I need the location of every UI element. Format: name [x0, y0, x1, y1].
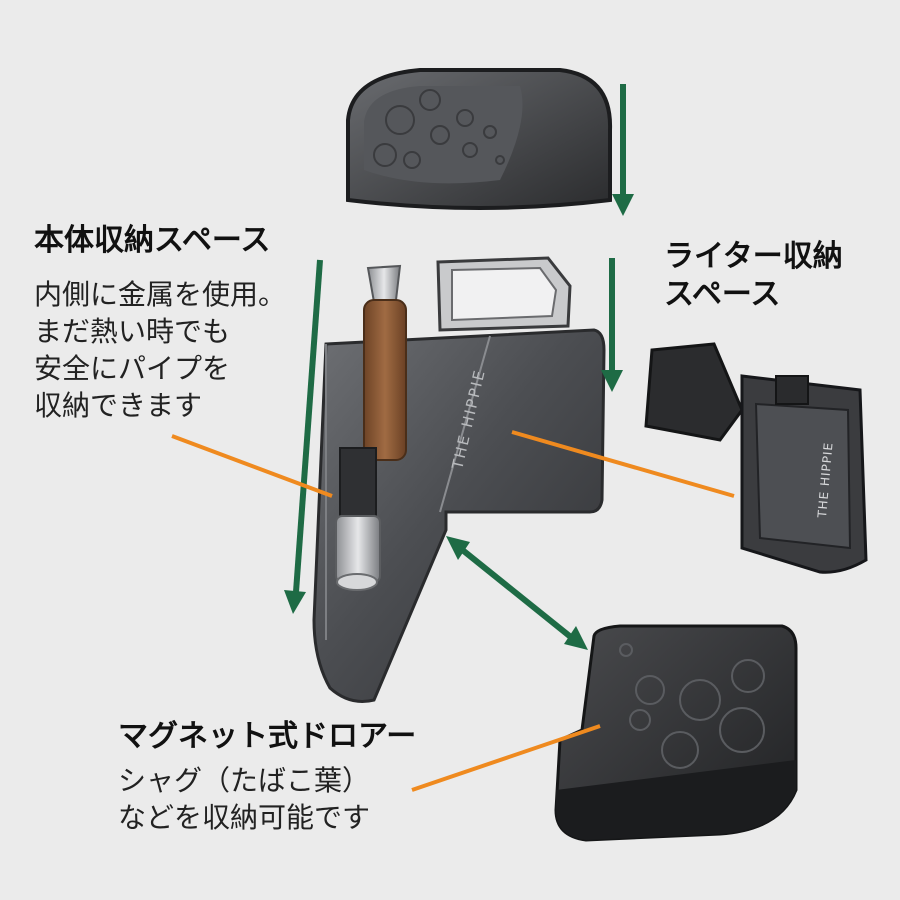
- brand-logo-lighter: THE HIPPIE: [815, 441, 836, 519]
- drawer-title: マグネット式ドロアー: [118, 719, 417, 754]
- top-lid: [346, 68, 613, 210]
- magnetic-drawer: [554, 624, 798, 842]
- pointer-line-drawer: [411, 724, 601, 792]
- lighter: [644, 342, 868, 574]
- pointer-line-pipe: [171, 434, 333, 498]
- pointer-line-lighter: [511, 430, 735, 498]
- pipe: [335, 264, 407, 591]
- lighter-insert-frame: [436, 256, 572, 332]
- lighter-storage-title: ライター収納 スペース: [664, 239, 843, 312]
- body-storage-title: 本体収納スペース: [34, 223, 271, 258]
- body-storage-description: 内側に金属を使用。 まだ熱い時でも 安全にパイプを 収納できます: [34, 278, 287, 422]
- down-arrow-icon: [284, 259, 323, 614]
- double-headed-arrow-icon: [446, 536, 588, 650]
- drawer-description: シャグ（たばこ葉） などを収納可能です: [118, 764, 371, 834]
- down-arrow-icon: [601, 258, 623, 392]
- down-arrow-icon: [612, 84, 634, 216]
